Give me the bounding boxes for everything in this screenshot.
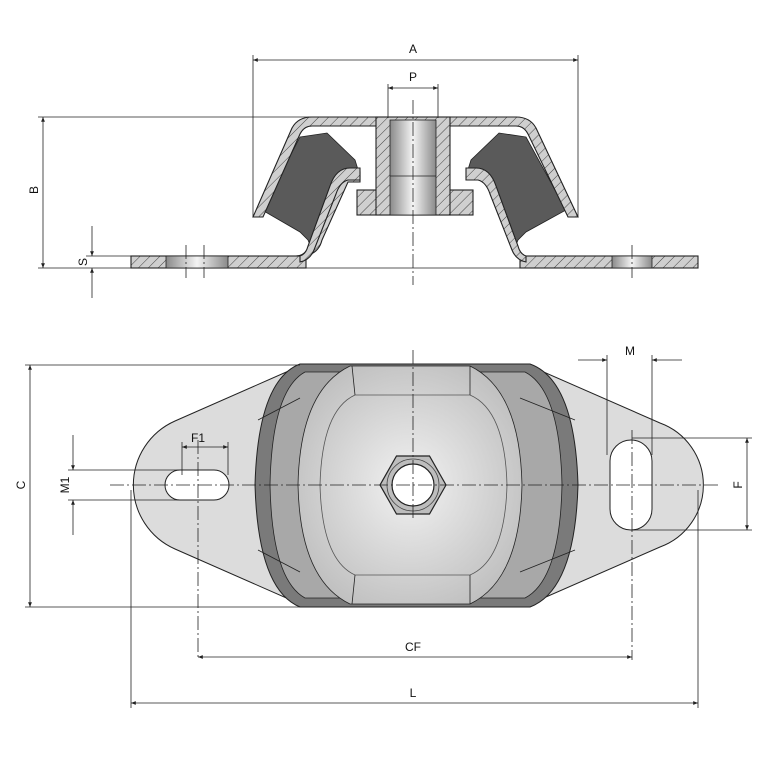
dim-label-f1: F1	[191, 431, 205, 445]
rubber-element-right	[465, 132, 567, 246]
dim-label-m1: M1	[58, 476, 72, 493]
dim-label-l: L	[410, 686, 417, 700]
dim-label-s: S	[76, 258, 90, 266]
dim-label-f: F	[731, 481, 745, 488]
dim-label-b: B	[27, 186, 41, 194]
base-plate-right	[519, 255, 699, 269]
dim-label-c: C	[14, 480, 28, 489]
inner-leg-left	[299, 167, 361, 263]
hood	[252, 116, 579, 218]
mount-hole-left	[165, 255, 229, 269]
dim-label-m: M	[625, 344, 635, 358]
plan-view: C M1 F1 M F CF L	[14, 344, 752, 708]
dim-label-p: P	[409, 70, 417, 84]
inner-leg-right	[465, 167, 527, 263]
dim-label-cf: CF	[405, 640, 421, 654]
section-view: A P B S	[27, 42, 699, 298]
dim-label-a: A	[409, 42, 417, 56]
slot-left	[164, 469, 230, 501]
